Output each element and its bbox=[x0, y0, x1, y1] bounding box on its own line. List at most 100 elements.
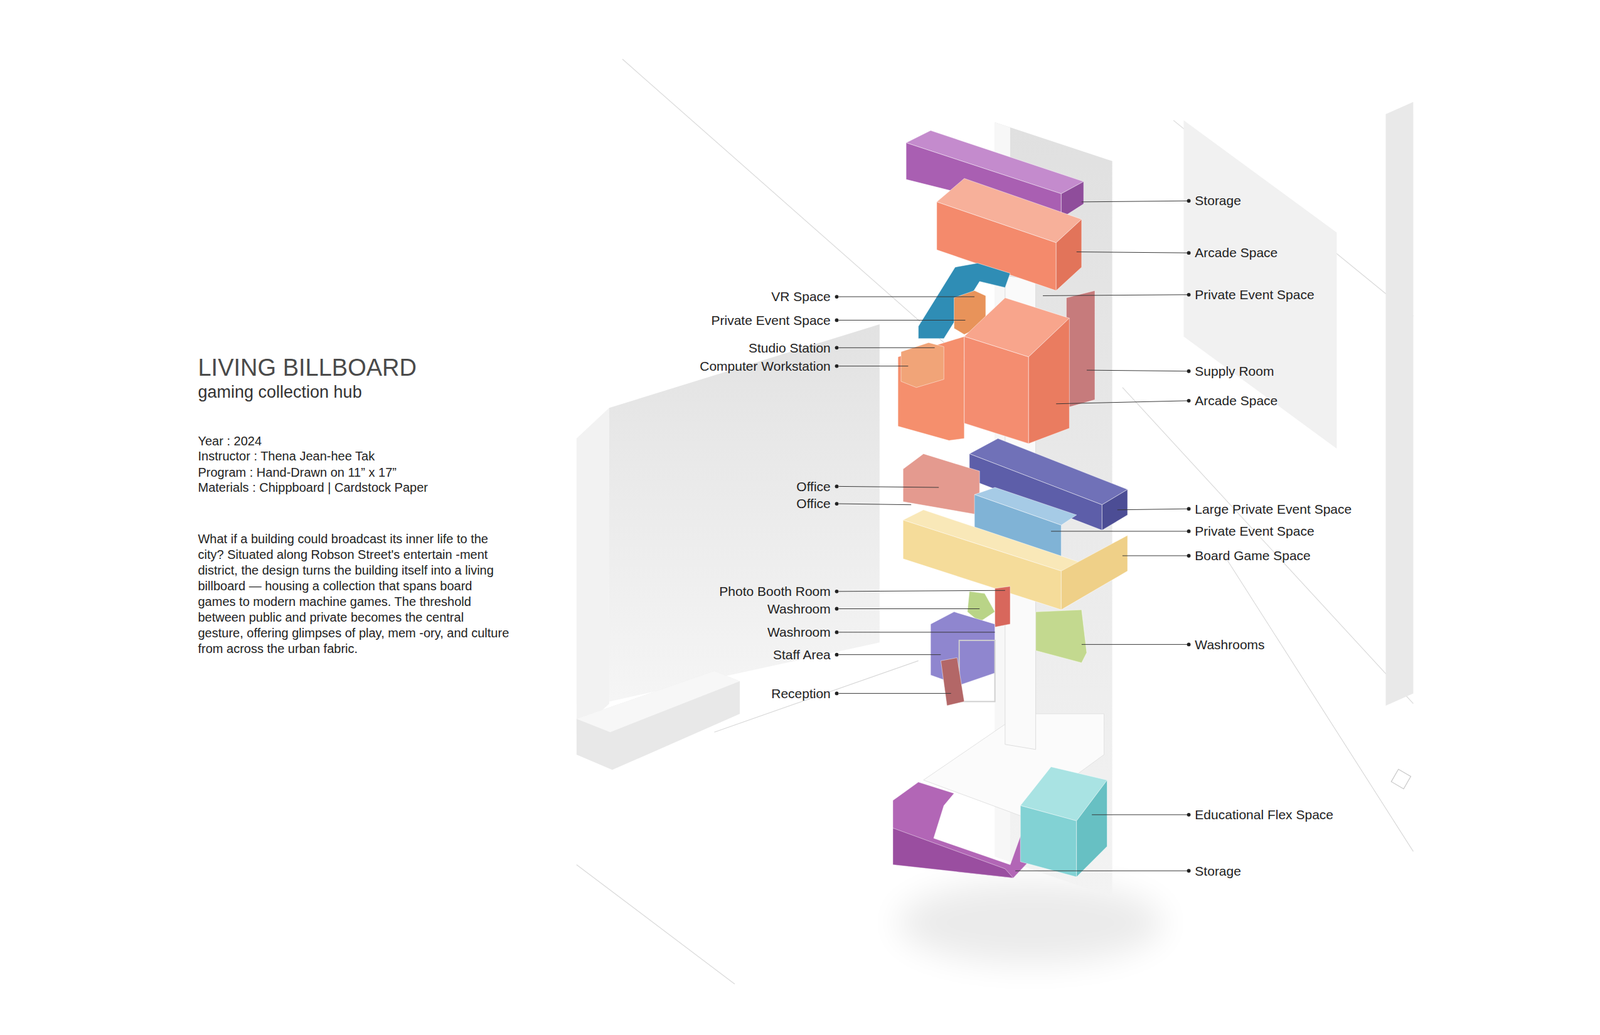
mass-front bbox=[609, 324, 880, 702]
leader-line bbox=[1081, 200, 1188, 203]
project-info: Instructor : Thena Jean-hee Tak bbox=[197, 448, 375, 464]
callout-label: Arcade Space bbox=[1194, 245, 1278, 261]
storage-volume bbox=[892, 828, 1014, 879]
project-title: LIVING BILLBOARD bbox=[197, 355, 416, 382]
low-slab-top bbox=[576, 671, 740, 733]
callout-label: Board Game Space bbox=[1194, 548, 1311, 564]
leader-dot bbox=[835, 630, 839, 635]
leader-line bbox=[838, 320, 966, 321]
leader-dot bbox=[1187, 506, 1191, 511]
leader-line bbox=[838, 693, 952, 694]
leader-line bbox=[838, 296, 975, 298]
flex-volume bbox=[1076, 780, 1108, 878]
callout-label: Studio Station bbox=[748, 340, 831, 356]
leader-dot bbox=[835, 653, 839, 657]
arcade-volume bbox=[1056, 219, 1082, 292]
leader-dot bbox=[1187, 198, 1191, 203]
site-line bbox=[576, 865, 735, 985]
reception-frame bbox=[959, 640, 996, 703]
project-info: Materials : Chippboard | Cardstock Paper bbox=[197, 480, 428, 496]
leader-line bbox=[838, 503, 912, 506]
project-info: Program : Hand-Drawn on 11” x 17” bbox=[197, 464, 396, 480]
arcade-volume bbox=[1028, 318, 1070, 444]
callout-label: Photo Booth Room bbox=[719, 584, 831, 600]
workstation-volume bbox=[897, 336, 965, 441]
leader-dot bbox=[835, 501, 839, 506]
mass-wall bbox=[1183, 120, 1337, 449]
callout-label: Office bbox=[796, 479, 831, 495]
leader-line bbox=[1076, 252, 1188, 254]
leader-dot bbox=[835, 607, 839, 612]
office-volume bbox=[902, 453, 980, 516]
callout-label: Storage bbox=[1194, 193, 1242, 209]
leader-lines bbox=[838, 200, 1188, 871]
ground-shadow bbox=[897, 882, 1164, 964]
leader-line bbox=[1015, 870, 1188, 872]
callout-label: Washroom bbox=[767, 624, 831, 640]
leader-line bbox=[838, 608, 980, 610]
supply-volume bbox=[1066, 290, 1095, 408]
leader-dot bbox=[835, 294, 839, 299]
context-massing bbox=[576, 102, 1414, 898]
callout-label: Educational Flex Space bbox=[1194, 807, 1334, 823]
leader-line bbox=[838, 365, 909, 367]
callout-label: Office bbox=[796, 496, 831, 512]
callout-label: Reception bbox=[771, 686, 831, 702]
leader-dot bbox=[1187, 293, 1191, 297]
leader-dot bbox=[835, 589, 839, 594]
callout-label: Private Event Space bbox=[1194, 523, 1314, 539]
reception-volume bbox=[940, 658, 964, 706]
leader-line bbox=[1081, 644, 1188, 646]
mass-side bbox=[576, 407, 610, 735]
leader-line bbox=[1117, 508, 1188, 511]
leader-line bbox=[838, 347, 935, 349]
photo-booth-volume bbox=[995, 586, 1011, 628]
leader-line bbox=[1086, 370, 1188, 372]
callout-label: VR Space bbox=[771, 289, 831, 305]
washroom-volume bbox=[1035, 609, 1087, 664]
site-line bbox=[1122, 387, 1414, 704]
callout-label: Private Event Space bbox=[1194, 287, 1314, 303]
callout-label: Large Private Event Space bbox=[1194, 501, 1352, 517]
project-info: Year : 2024 bbox=[197, 433, 262, 448]
arcade-volume bbox=[964, 336, 1029, 444]
project-description: What if a building could broadcast its i… bbox=[197, 531, 512, 657]
callout-label: Washrooms bbox=[1194, 637, 1265, 653]
callout-label: Arcade Space bbox=[1194, 393, 1278, 409]
leader-line bbox=[1050, 530, 1188, 532]
leader-line bbox=[1056, 400, 1188, 405]
corner-mark bbox=[1391, 769, 1411, 789]
storage-volume bbox=[1061, 181, 1084, 219]
project-subtitle: gaming collection hub bbox=[197, 383, 362, 403]
site-line bbox=[1224, 555, 1414, 852]
low-slab bbox=[576, 671, 740, 771]
leader-dot bbox=[1187, 869, 1191, 873]
leader-line bbox=[1042, 294, 1188, 297]
storage-volume bbox=[892, 782, 1031, 879]
studio-volume bbox=[901, 342, 944, 388]
leader-dot bbox=[835, 484, 839, 489]
site-lines bbox=[576, 58, 1414, 984]
leader-dot bbox=[1187, 369, 1191, 374]
staff-volume bbox=[930, 611, 995, 686]
callout-label: Storage bbox=[1194, 864, 1242, 880]
leader-dot bbox=[835, 318, 839, 323]
leader-dot bbox=[835, 691, 839, 696]
flex-volume bbox=[1020, 805, 1077, 878]
leader-dot bbox=[1187, 813, 1191, 817]
callout-label: Staff Area bbox=[773, 647, 831, 663]
callout-label: Washroom bbox=[767, 601, 831, 617]
board-game-volume bbox=[1061, 535, 1128, 610]
leader-dots bbox=[835, 198, 1191, 873]
leader-line bbox=[838, 590, 1006, 592]
callout-label: Computer Workstation bbox=[699, 358, 831, 374]
leader-dot bbox=[1187, 250, 1191, 255]
leader-dot bbox=[835, 364, 839, 369]
leader-line bbox=[838, 654, 942, 656]
leader-line bbox=[1122, 555, 1188, 556]
callout-label: Private Event Space bbox=[711, 313, 831, 329]
leader-line bbox=[1091, 814, 1188, 816]
leader-dot bbox=[1187, 399, 1191, 403]
leader-dot bbox=[1187, 554, 1191, 558]
